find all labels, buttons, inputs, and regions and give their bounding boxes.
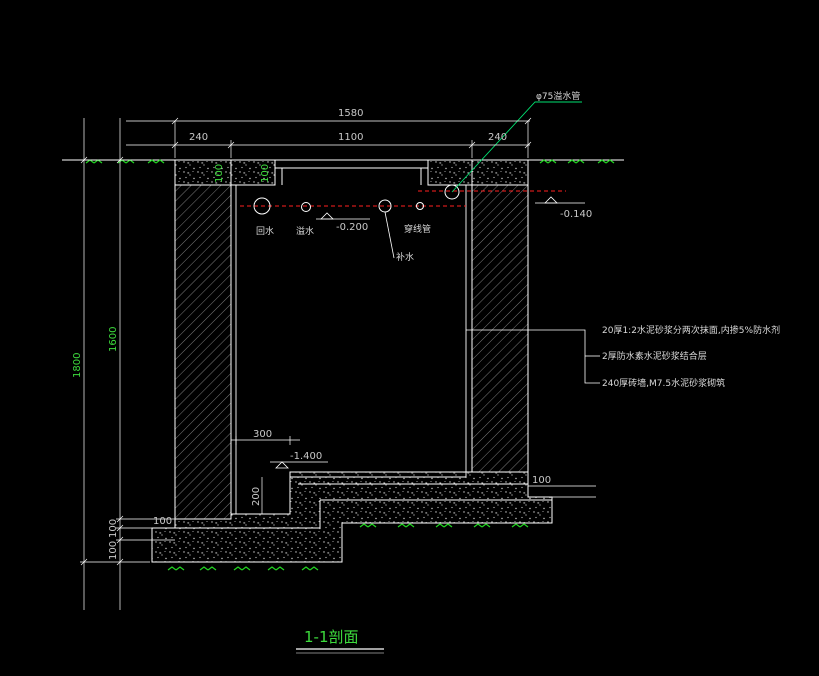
dim-slab-right: 100 (260, 164, 271, 183)
svg-text:-0.200: -0.200 (336, 222, 368, 233)
left-wall (174, 184, 232, 520)
manhole-lid (274, 159, 429, 169)
tank-walls (174, 184, 529, 520)
svg-text:-0.140: -0.140 (560, 209, 592, 220)
overflow-pipe-label: φ75溢水管 (536, 90, 580, 102)
dim-slab-left: 100 (214, 164, 225, 183)
dim-foundation-1: 100 (108, 519, 119, 538)
dim-foundation-2: 100 (108, 541, 119, 560)
return-pipe-icon (253, 197, 271, 215)
dim-wall-right: 240 (488, 132, 507, 143)
top-slab (174, 159, 529, 186)
note-plaster: 20厚1:2水泥砂浆分两次抹面,内掺5%防水剂 (602, 324, 780, 336)
elevation-right: -0.140 (535, 196, 592, 220)
dim-sump-width: 300 (253, 429, 272, 440)
dim-sump-depth: 200 (251, 487, 262, 506)
dim-inner-width: 1100 (338, 132, 363, 143)
dim-base-left: 100 (153, 516, 172, 527)
title-text: 1-1剖面 (304, 628, 359, 646)
sump-dimensions (231, 436, 300, 514)
svg-text:-1.400: -1.400 (290, 451, 322, 462)
pipes (253, 184, 460, 215)
conduit-pipe-icon (416, 202, 424, 210)
overflow-pipe-icon (444, 184, 460, 200)
left-dimensions (80, 118, 175, 610)
note-bond-layer: 2厚防水素水泥砂浆结合层 (602, 350, 707, 362)
note-brick-wall: 240厚砖墙,M7.5水泥砂浆砌筑 (602, 377, 725, 389)
overflow-small-pipe-icon (301, 202, 311, 212)
right-base-dimension (528, 485, 596, 498)
section-title: 1-1剖面 (296, 628, 384, 654)
material-notes: 20厚1:2水泥砂浆分两次抹面,内掺5%防水剂 2厚防水素水泥砂浆结合层 240… (466, 324, 780, 389)
dim-overall-width: 1580 (338, 108, 363, 119)
dim-total-height: 1800 (72, 353, 83, 378)
base-ground-marks (167, 523, 529, 571)
right-wall (471, 184, 529, 473)
water-level (240, 190, 566, 207)
top-dimensions (126, 117, 532, 158)
dim-inner-height: 1600 (108, 327, 119, 352)
elevation-bottom: -1.400 (270, 451, 328, 469)
pipe-label-overflow-small: 溢水 (296, 225, 314, 237)
pipe-label-feed: 补水 (396, 251, 414, 263)
elevation-mid: -0.200 (316, 212, 370, 233)
dim-wall-left: 240 (189, 132, 208, 143)
overflow-leader: φ75溢水管 (451, 90, 582, 193)
dim-base-right: 100 (532, 475, 551, 486)
feed-leader (384, 211, 395, 259)
pipe-label-conduit: 穿线管 (404, 223, 431, 235)
pipe-label-return: 回水 (256, 225, 274, 237)
